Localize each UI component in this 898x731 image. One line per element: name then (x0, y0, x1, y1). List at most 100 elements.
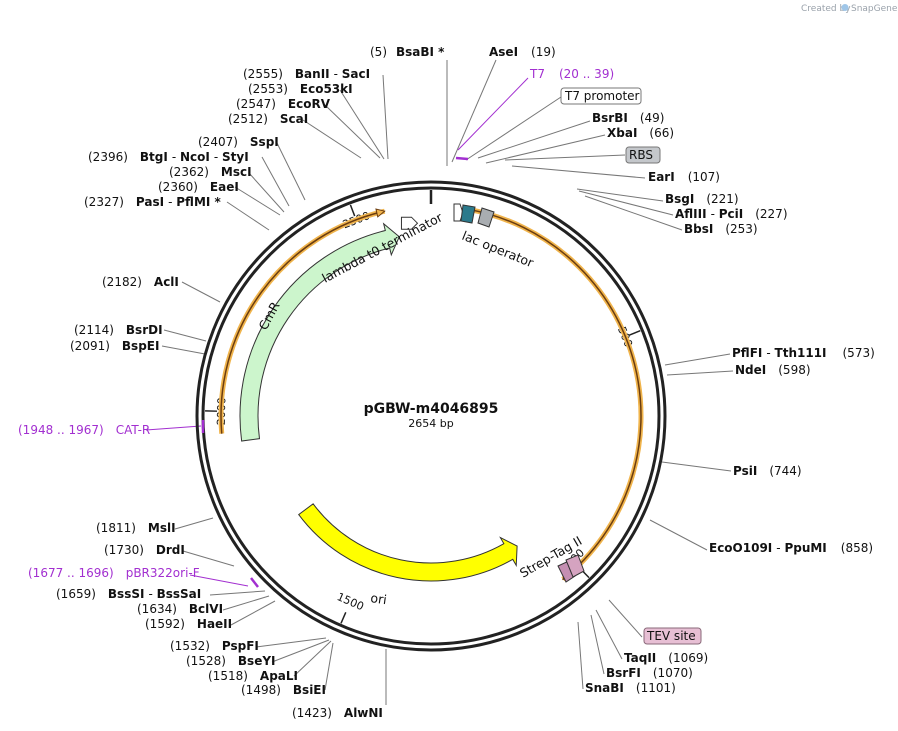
ori-arrow (297, 503, 518, 582)
site-alwni[interactable]: (1423)AlwNI (292, 706, 383, 720)
site-bsgi[interactable]: BsgI(221) (665, 192, 739, 206)
site-eco53ki[interactable]: (2553)Eco53kI (248, 82, 353, 96)
leader-line (324, 104, 381, 159)
site-haeii[interactable]: (1592)HaeII (145, 617, 232, 631)
orange-arc-right-halo (467, 206, 644, 582)
backbone-inner-ring (201, 186, 661, 646)
site-ecoo109i-ppumi[interactable]: EcoO109I- PpuMI(858) (709, 541, 873, 555)
tick-500 (628, 329, 641, 336)
site-taqii[interactable]: TaqII(1069) (624, 651, 708, 665)
lac-operator-box (460, 204, 476, 224)
site-ecorv[interactable]: (2547)EcoRV (236, 97, 331, 111)
site-ndei[interactable]: NdeI(598) (735, 363, 811, 377)
site-banii-saci[interactable]: (2555)BanII- SacI (243, 67, 370, 81)
leader-line (145, 425, 202, 431)
primer-pbr322ori-f[interactable]: (1677 .. 1696)pBR322ori-F (28, 566, 200, 580)
site-pasi-pflmi[interactable]: (2327)PasI- PflMI * (84, 195, 222, 209)
site-pspfi[interactable]: (1532)PspFI (170, 639, 259, 653)
site-btgi-ncoi-styi[interactable]: (2396)BtgI- NcoI- StyI (88, 150, 249, 164)
leader-line (595, 609, 623, 660)
plasmid-size: 2654 bp (408, 417, 453, 430)
rbs-box[interactable]: RBS (625, 146, 661, 164)
orange-arc-left-head (375, 208, 386, 218)
lac-operator-label: lac operator (460, 228, 537, 271)
leader-line (174, 517, 214, 530)
site-acli[interactable]: (2182)AclI (102, 275, 179, 289)
site-asei[interactable]: AseI(19) (489, 45, 556, 59)
site-psii[interactable]: PsiI(744) (733, 464, 802, 478)
plasmid-name: pGBW-m4046895 (364, 401, 499, 417)
rbs-feature-box (477, 207, 495, 228)
leader-line (664, 353, 731, 366)
lambda-t0-terminator-label: lambda t0 terminator (319, 209, 445, 286)
backbone-outer-ring (195, 180, 667, 652)
site-eari[interactable]: EarI(107) (648, 170, 720, 184)
ori-label: ori (370, 590, 388, 607)
tev-site-feature (565, 554, 585, 578)
site-snabi[interactable]: SnaBI(1101) (585, 681, 676, 695)
site-bsiei[interactable]: (1498)BsiEI (241, 683, 326, 697)
leader-line (234, 186, 281, 216)
tev-site-label: TEV site (646, 629, 696, 643)
leader-line (457, 77, 529, 151)
site-bsabi[interactable]: (5)BsaBI * (370, 45, 445, 59)
primer-t7[interactable]: T7(20 .. 39) (529, 67, 614, 81)
site-msci[interactable]: (2362)MscI (169, 165, 252, 179)
leader-line (485, 134, 606, 164)
primer-cat-r[interactable]: (1948 .. 1967)CAT-R (18, 423, 150, 437)
t7-promoter-label: T7 promoter (564, 89, 640, 103)
tick-1500 (340, 612, 347, 624)
rbs-label: RBS (629, 148, 653, 162)
leader-line (590, 614, 605, 675)
leader-line (382, 74, 389, 160)
snapgene-credit: Created by SnapGene (801, 4, 898, 14)
leader-lines (145, 59, 734, 705)
leader-line (577, 621, 584, 690)
site-bbsi[interactable]: BbsI(253) (684, 222, 758, 236)
leader-line (578, 190, 674, 216)
feature-layer (201, 156, 644, 588)
site-msli[interactable]: (1811)MslI (96, 521, 176, 535)
leader-line (163, 329, 207, 342)
leader-line (649, 519, 708, 551)
site-bsrdi[interactable]: (2114)BsrDI (74, 323, 163, 337)
site-xbai[interactable]: XbaI(66) (607, 126, 674, 140)
leader-line (504, 154, 626, 161)
tev-site-box[interactable]: TEV site (643, 627, 702, 645)
site-bsrbi[interactable]: BsrBI(49) (592, 111, 664, 125)
site-scai[interactable]: (2512)ScaI (228, 112, 308, 126)
leader-line (182, 550, 235, 567)
leader-line (261, 156, 290, 207)
leader-line (584, 195, 683, 231)
site-sspi[interactable]: (2407)SspI (198, 135, 279, 149)
leader-line (248, 172, 285, 213)
leader-line (608, 599, 643, 638)
site-pflfi-tth111i[interactable]: PflFI- Tth111I(573) (732, 346, 875, 360)
leader-line (324, 642, 334, 691)
leader-line (209, 590, 266, 596)
orange-arc-right (467, 208, 642, 580)
leader-line (661, 461, 732, 472)
t7-promoter-box[interactable]: T7 promoter (560, 87, 642, 105)
site-bspei[interactable]: (2091)BspEI (70, 339, 159, 353)
primer-t7-mark (455, 156, 469, 161)
tick-label-1500: 1500 (335, 590, 366, 613)
site-bsrfi[interactable]: BsrFI(1070) (606, 666, 693, 680)
site-apali[interactable]: (1518)ApaLI (208, 669, 298, 683)
site-bseyi[interactable]: (1528)BseYI (186, 654, 276, 668)
leader-line (339, 89, 385, 160)
site-drdi[interactable]: (1730)DrdI (104, 543, 185, 557)
leader-line (189, 574, 249, 587)
lambda-t0-arrow (400, 216, 419, 230)
leader-line (222, 595, 270, 611)
leader-line (302, 119, 362, 159)
leader-line (181, 281, 221, 303)
site-eaei[interactable]: (2360)EaeI (158, 180, 239, 194)
site-bclvi[interactable]: (1634)BclVI (137, 602, 223, 616)
leader-line (451, 59, 497, 163)
site-bsssi-bsssai[interactable]: (1659)BssSI- BssSaI (56, 587, 201, 601)
leader-line (271, 639, 330, 663)
backbone (195, 180, 667, 652)
site-afliii-pcii[interactable]: AflIII- PciI(227) (675, 207, 788, 221)
